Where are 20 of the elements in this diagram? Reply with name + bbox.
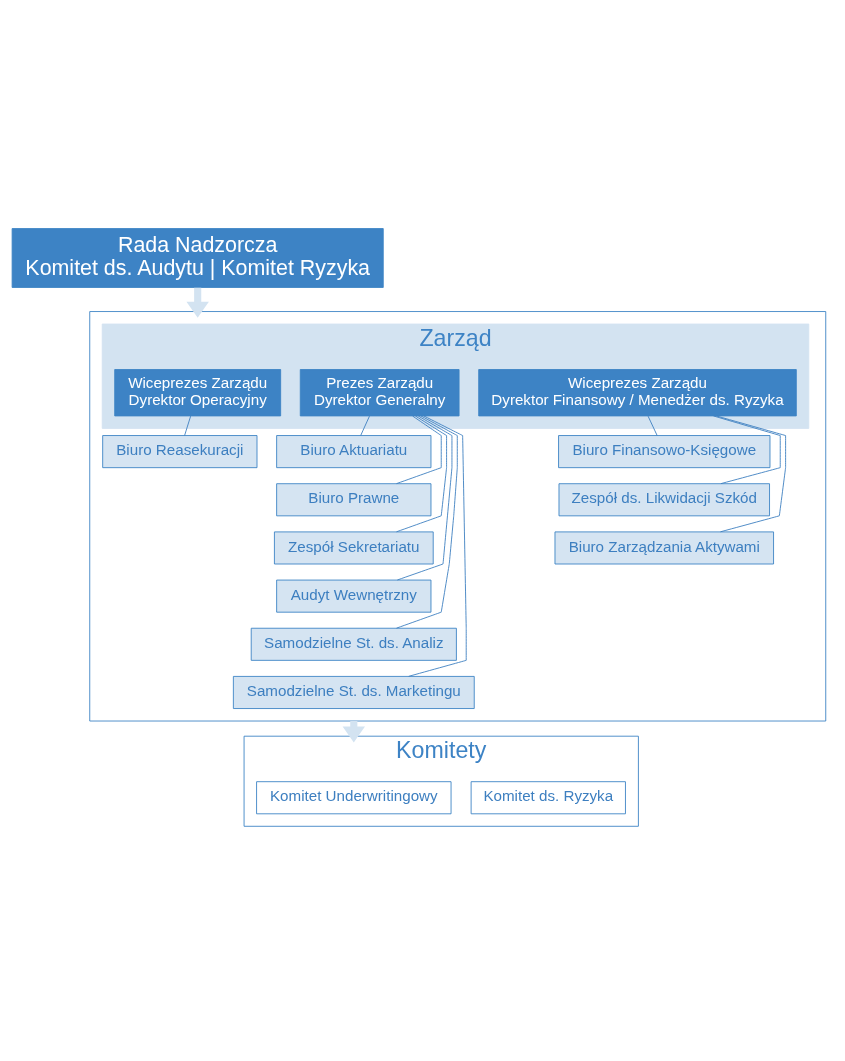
connector (184, 415, 192, 436)
node-box: Biuro Zarządzania Aktywami (554, 530, 774, 564)
node-box: Biuro Finansowo-Księgowe (558, 434, 771, 468)
node-box: Wiceprezes Zarządu Dyrektor Operacyjny (114, 368, 282, 416)
node-box: Biuro Aktuariatu (276, 434, 432, 468)
node-box: Biuro Reasekuracji (102, 434, 258, 468)
node-box: Biuro Prawne (276, 482, 432, 516)
node-box: Zespół Sekretariatu (273, 530, 434, 564)
node-box: Samodzielne St. ds. Analiz (250, 627, 457, 661)
node-box: Prezes Zarządu Dyrektor Generalny (299, 368, 460, 416)
node-box: Komitet Underwritingowy (256, 780, 452, 814)
connector (647, 415, 658, 436)
node-box: Samodzielne St. ds. Marketingu (232, 675, 475, 709)
node-box: Rada Nadzorcza Komitet ds. Audytu | Komitet Ryzyka (11, 227, 384, 288)
cluster (89, 310, 827, 721)
node-box: Zespół ds. Likwidacji Szkód (558, 482, 770, 516)
node-box: Audyt Wewnętrzny (276, 579, 432, 613)
node-box: Komitet ds. Ryzyka (470, 780, 626, 814)
node-box: Wiceprezes Zarządu Dyrektor Finansowy / Menedżer ds. Ryzyka (478, 368, 797, 416)
connector (360, 415, 370, 436)
